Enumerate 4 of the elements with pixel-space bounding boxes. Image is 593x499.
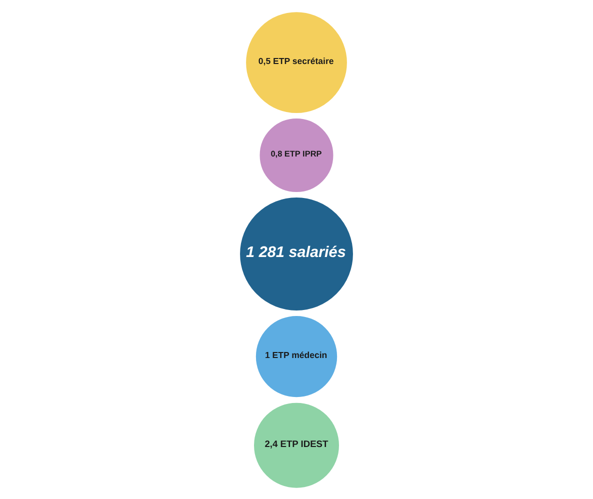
node-circle: 2,4 ETP IDEST xyxy=(252,400,341,489)
node-circle: 1 ETP médecin xyxy=(254,314,339,398)
node-circle: 0,5 ETP secrétaire xyxy=(244,10,349,114)
node-circle: 1 281 salariés xyxy=(238,195,355,312)
